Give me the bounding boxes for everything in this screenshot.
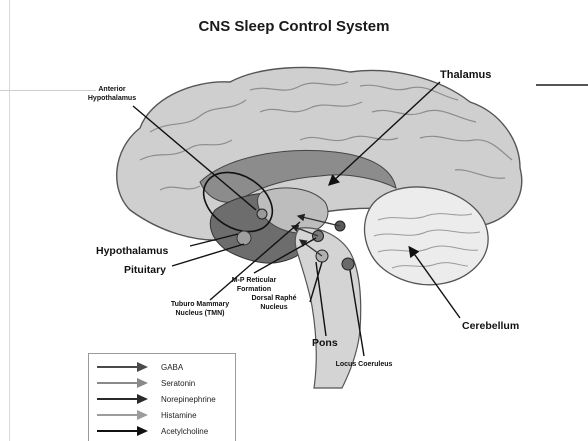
legend-label: Acetylcholine [161,427,208,436]
tmn-nucleus [257,209,267,219]
label-anterior-hypothalamus-1: Anterior [98,86,126,93]
legend-label: Histamine [161,411,197,420]
legend-label: Norepinephrine [161,395,216,404]
legend-arrow-icon [97,378,149,388]
label-tuburo-1: Tuburo Mammary [171,301,229,308]
legend-arrow-icon [97,410,149,420]
legend-arrow-icon [97,426,149,436]
label-pituitary: Pituitary [124,264,166,276]
label-pons: Pons [312,337,338,349]
legend-item: Seratonin [97,376,195,390]
label-anterior-hypothalamus-2: Hypothalamus [88,95,136,102]
dorsal-raphe-nucleus [316,250,328,262]
label-cerebellum: Cerebellum [462,320,519,332]
label-mp-reticular-1: M-P Reticular [232,277,277,284]
label-dorsal-raphe-2: Nucleus [260,304,287,311]
legend-label: GABA [161,363,183,372]
label-tuburo-2: Nucleus (TMN) [176,310,225,317]
pituitary-gland [237,231,251,245]
legend-item: Histamine [97,408,197,422]
legend-item: Acetylcholine [97,424,208,438]
legend-item: GABA [97,360,183,374]
label-hypothalamus: Hypothalamus [96,245,169,257]
label-mp-reticular-2: Formation [237,286,271,293]
leader-pituitary [172,244,244,266]
legend-label: Seratonin [161,379,195,388]
legend-arrow-icon [97,362,149,372]
label-locus-coeruleus: Locus Coeruleus [336,361,393,368]
label-thalamus: Thalamus [440,69,491,81]
legend-item: Norepinephrine [97,392,216,406]
legend-arrow-icon [97,394,149,404]
neurotransmitter-legend: GABA Seratonin Norepinephrine Histamine … [88,353,236,441]
locus-coeruleus-nucleus [342,258,354,270]
label-dorsal-raphe-1: Dorsal Raphé [251,295,296,302]
